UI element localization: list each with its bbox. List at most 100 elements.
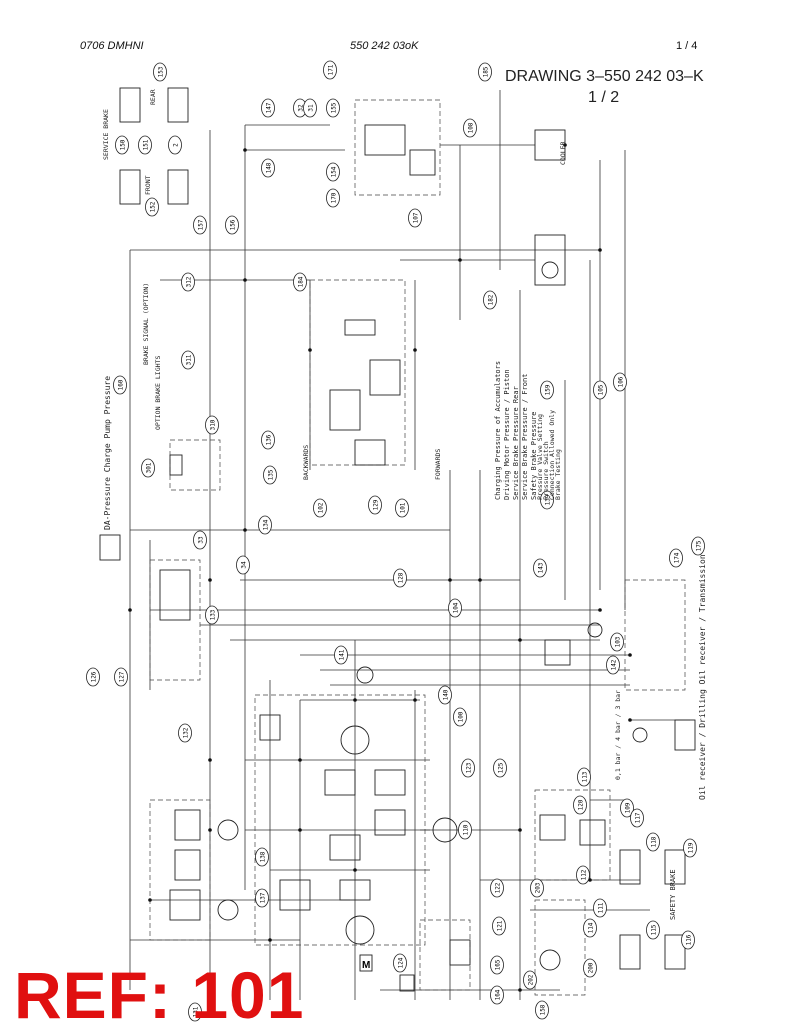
callout-122: 122: [490, 878, 504, 898]
svg-text:106: 106: [618, 376, 625, 387]
svg-text:165: 165: [495, 959, 502, 970]
forwards-label: FORWARDS: [434, 449, 442, 480]
brake-signal-label: BRAKE SIGNAL (OPTION): [142, 283, 150, 365]
callout-174: 174: [669, 548, 683, 568]
svg-text:153: 153: [158, 66, 165, 77]
callout-125: 125: [493, 758, 507, 778]
svg-text:311: 311: [186, 354, 193, 365]
callout-136: 136: [261, 430, 275, 450]
svg-text:129: 129: [373, 499, 380, 510]
dashed-boundaries: [149, 99, 686, 996]
svg-text:112: 112: [581, 869, 588, 880]
svg-text:2: 2: [173, 143, 180, 147]
svg-text:156: 156: [230, 219, 237, 230]
callout-33: 33: [193, 530, 207, 550]
callout-102: 102: [313, 498, 327, 518]
svg-text:164: 164: [495, 989, 502, 1000]
legend-item: Pressure Switch: [542, 441, 550, 500]
svg-text:120: 120: [578, 799, 585, 810]
svg-text:137: 137: [260, 892, 267, 903]
svg-text:159: 159: [545, 384, 552, 395]
callout-134: 134: [258, 515, 272, 535]
svg-text:148: 148: [266, 162, 273, 173]
charge-pump-label: DA-Pressure Charge Pump Pressure: [103, 376, 112, 530]
callout-150: 150: [115, 135, 129, 155]
svg-text:105: 105: [598, 384, 605, 395]
callout-108: 108: [463, 118, 477, 138]
callout-185: 185: [478, 62, 492, 82]
svg-text:312: 312: [186, 276, 193, 287]
svg-text:143: 143: [538, 562, 545, 573]
callout-143: 143: [533, 558, 547, 578]
valve-setting-label: 0,1 bar / 4 bar / 3 bar: [614, 690, 622, 780]
svg-text:139: 139: [545, 494, 552, 505]
svg-text:111: 111: [598, 902, 605, 913]
callout-118: 118: [646, 832, 660, 852]
callout-34: 34: [236, 555, 250, 575]
callout-142: 142: [606, 655, 620, 675]
svg-text:103: 103: [615, 636, 622, 647]
svg-text:133: 133: [210, 609, 217, 620]
callout-111: 111: [593, 898, 607, 918]
svg-text:142: 142: [611, 659, 618, 670]
callout-106: 106: [613, 372, 627, 392]
legend-item: Connection Allowed Only: [548, 410, 556, 500]
callout-203: 203: [530, 878, 544, 898]
svg-text:118: 118: [651, 836, 658, 847]
reference-stamp: REF: 101: [14, 958, 305, 1032]
drawing-number: 550 242 03oK: [350, 40, 419, 52]
callout-310: 310: [205, 415, 219, 435]
svg-text:131: 131: [193, 1006, 200, 1017]
callout-202: 202: [523, 970, 537, 990]
svg-text:121: 121: [497, 920, 504, 931]
svg-text:200: 200: [588, 962, 595, 973]
callout-129: 129: [368, 495, 382, 515]
svg-text:115: 115: [651, 924, 658, 935]
callout-103: 103: [610, 632, 624, 652]
callout-123: 123: [461, 758, 475, 778]
legend-item: Brake Testing: [554, 449, 562, 500]
callout-148: 148: [261, 158, 275, 178]
svg-text:122: 122: [495, 882, 502, 893]
callout-152: 152: [145, 197, 159, 217]
page-number: 1 / 4: [676, 40, 698, 52]
rear-label: REAR: [149, 89, 157, 105]
callout-124: 124: [393, 953, 407, 973]
legend-item: Service Brake Pressure Rear: [512, 386, 520, 500]
svg-text:175: 175: [696, 540, 703, 551]
svg-text:155: 155: [331, 102, 338, 113]
callout-107: 107: [408, 208, 422, 228]
callout-137: 137: [255, 888, 269, 908]
svg-text:34: 34: [241, 561, 248, 569]
drawing-title: DRAWING 3–550 242 03–K: [505, 68, 704, 85]
svg-text:147: 147: [266, 102, 273, 113]
callout-175: 175: [691, 536, 705, 556]
callout-126: 126: [86, 667, 100, 687]
oil-receiver-label: Oil receiver / Drilling Oil receiver / T…: [698, 554, 707, 800]
callout-301: 301: [141, 458, 155, 478]
callout-135: 135: [263, 465, 277, 485]
service-brake-label: SERVICE BRAKE: [102, 109, 110, 160]
callout-132: 132: [178, 723, 192, 743]
motor-symbol: M: [362, 960, 370, 971]
svg-text:125: 125: [498, 762, 505, 773]
callout-120: 120: [573, 795, 587, 815]
svg-text:158: 158: [540, 1004, 547, 1015]
svg-text:157: 157: [198, 219, 205, 230]
callout-158: 158: [535, 1000, 549, 1020]
callout-184: 184: [293, 272, 307, 292]
callout-109: 109: [620, 798, 634, 818]
svg-text:104: 104: [453, 602, 460, 613]
legend-item: Charging Pressure of Accumulators: [494, 361, 502, 500]
svg-text:138: 138: [260, 851, 267, 862]
svg-text:154: 154: [331, 166, 338, 177]
svg-text:31: 31: [308, 104, 315, 112]
svg-text:113: 113: [582, 771, 589, 782]
svg-text:301: 301: [146, 462, 153, 473]
callout-151: 151: [138, 135, 152, 155]
components: [99, 87, 696, 992]
svg-text:174: 174: [674, 552, 681, 563]
svg-text:141: 141: [339, 649, 346, 660]
